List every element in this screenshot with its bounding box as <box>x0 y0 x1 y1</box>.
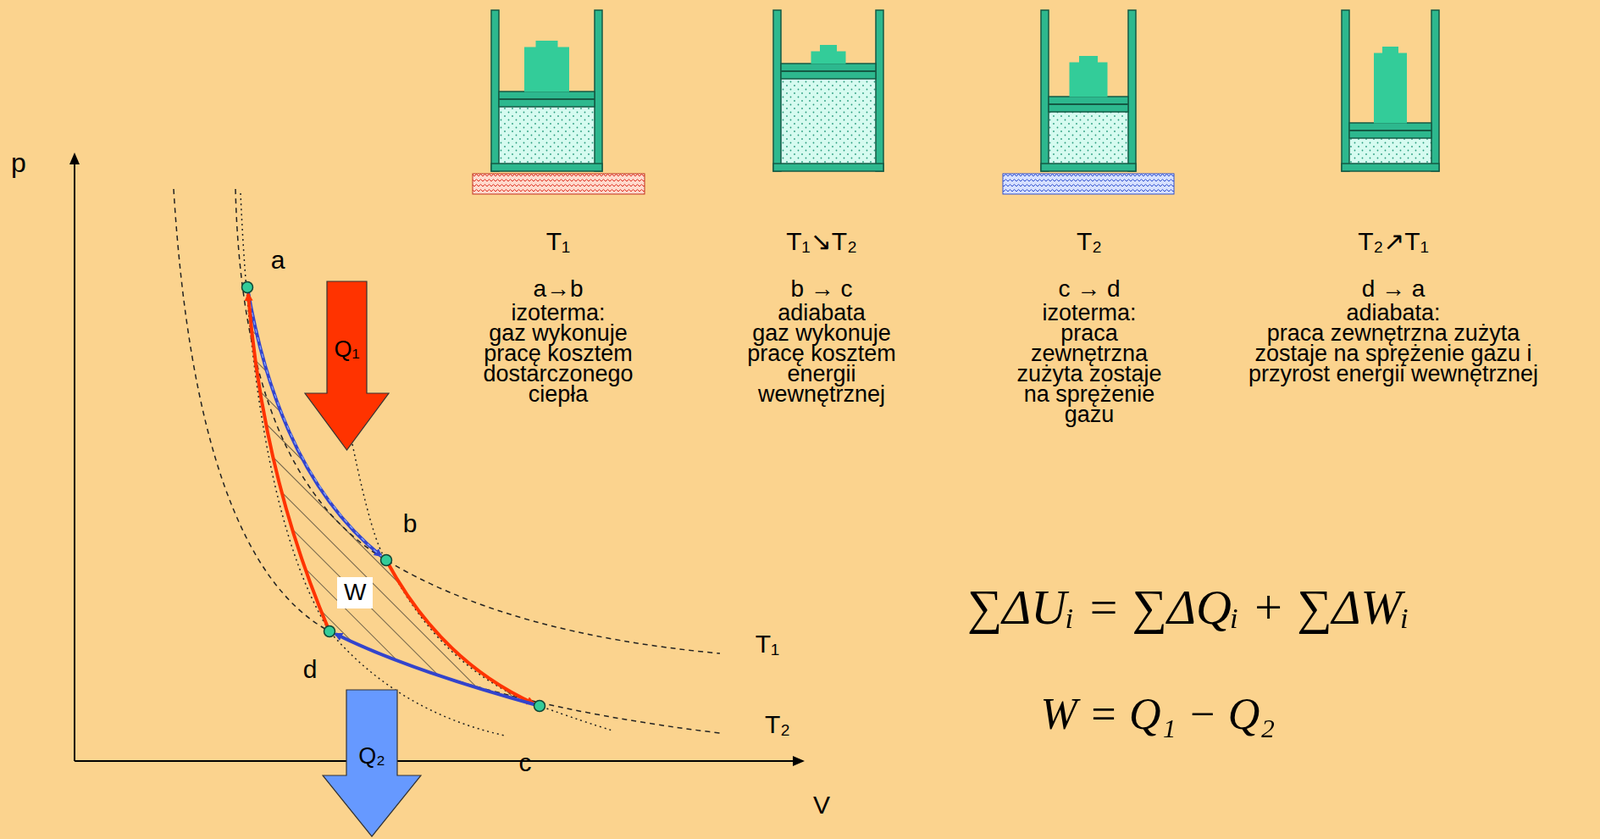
piston <box>1349 122 1432 139</box>
weight <box>1374 53 1407 123</box>
formula: W = Q₁ − Q₂ <box>1040 691 1276 738</box>
process-type: izoterma: <box>1041 300 1136 325</box>
cold-reservoir <box>1002 173 1174 194</box>
adiabat-bc <box>352 443 613 731</box>
process-label: b → c <box>790 276 853 301</box>
process-label: d → a <box>1361 276 1426 301</box>
cylinder-wall <box>773 10 781 172</box>
point-label: b <box>403 509 418 538</box>
work-box: W <box>337 576 373 609</box>
weight-knob <box>536 40 559 49</box>
gas <box>1349 138 1432 164</box>
cylinder-bottom <box>1341 163 1440 172</box>
formula: ∑ΔUᵢ = ∑ΔQᵢ + ∑ΔWᵢ <box>967 581 1410 634</box>
isotherm-label: T₁ <box>755 630 780 658</box>
cylinder-wall <box>1341 10 1350 172</box>
piston-line <box>498 98 595 100</box>
arrow-outline <box>304 281 389 450</box>
cylinder <box>491 10 603 172</box>
process-type: adiabata <box>777 300 866 325</box>
cylinder-bottom <box>1040 163 1136 172</box>
piston-line <box>1048 103 1129 106</box>
arrow-shape <box>304 280 390 451</box>
weight-knob <box>1382 46 1399 55</box>
isotherm-t2 <box>173 188 720 733</box>
cylinder-wall <box>1040 10 1049 172</box>
cylinder <box>773 10 884 172</box>
temperature-label: T₂↗T₁ <box>1357 227 1429 255</box>
state-point <box>242 282 254 294</box>
process-description: gaz wykonuje pracę kosztem dostarczonego… <box>473 322 643 405</box>
isotherm-label: T₂ <box>764 710 791 738</box>
cylinder <box>1341 10 1440 172</box>
gas <box>498 106 595 164</box>
gas <box>780 78 876 164</box>
point-label: c <box>519 748 532 776</box>
weight-knob <box>1079 55 1098 64</box>
cylinder-wall <box>1431 10 1440 172</box>
cylinder-bottom <box>773 163 884 172</box>
point-label: a <box>271 246 286 274</box>
axis-label: V <box>813 791 831 819</box>
heat-in-arrow: Q₁ <box>304 280 390 451</box>
cylinder-wall <box>491 10 499 172</box>
piston <box>1048 96 1129 112</box>
heat-label: Q₁ <box>333 336 360 363</box>
process-type: izoterma: <box>510 300 605 325</box>
arrow-outline <box>322 689 421 836</box>
temperature-label: T₁↘T₂ <box>786 227 858 255</box>
heat-out-arrow: Q₂ <box>321 688 422 837</box>
weight <box>525 47 570 92</box>
adiabat-ad <box>240 193 505 736</box>
cylinder-bottom <box>491 163 603 172</box>
weight <box>811 51 846 64</box>
piston <box>498 91 595 107</box>
cylinder <box>1040 10 1136 172</box>
temperature-label: T₁ <box>546 227 571 255</box>
process-description: praca zewnętrzna zużyta zostaje na spręż… <box>1247 322 1540 384</box>
work-label: W <box>343 579 366 606</box>
process-da <box>248 293 330 632</box>
piston <box>780 63 876 79</box>
weight <box>1069 62 1108 97</box>
state-point <box>534 700 546 712</box>
isotherm-t1 <box>235 188 720 654</box>
process-description: praca zewnętrzna zużyta zostaje na spręż… <box>1002 322 1177 425</box>
p-axis <box>73 154 76 761</box>
heat-label: Q₂ <box>358 742 385 770</box>
gas <box>1048 111 1129 164</box>
state-point <box>381 554 393 566</box>
temperature-label: T₂ <box>1076 227 1102 255</box>
cylinder-wall <box>1128 10 1136 172</box>
v-axis <box>74 759 803 762</box>
cylinder-wall <box>594 10 603 172</box>
hot-reservoir <box>472 173 645 194</box>
process-label: c → d <box>1057 276 1120 301</box>
state-point <box>324 625 336 637</box>
process-label: a→b <box>532 276 583 301</box>
weight-knob <box>819 44 837 53</box>
process-description: gaz wykonuje pracę kosztem energii wewnę… <box>736 322 907 405</box>
piston-line <box>780 70 876 72</box>
piston-line <box>1349 129 1432 132</box>
process-type: adiabata: <box>1345 300 1440 325</box>
point-label: d <box>303 655 318 683</box>
cylinder-wall <box>875 10 884 172</box>
axis-label: p <box>11 149 27 178</box>
